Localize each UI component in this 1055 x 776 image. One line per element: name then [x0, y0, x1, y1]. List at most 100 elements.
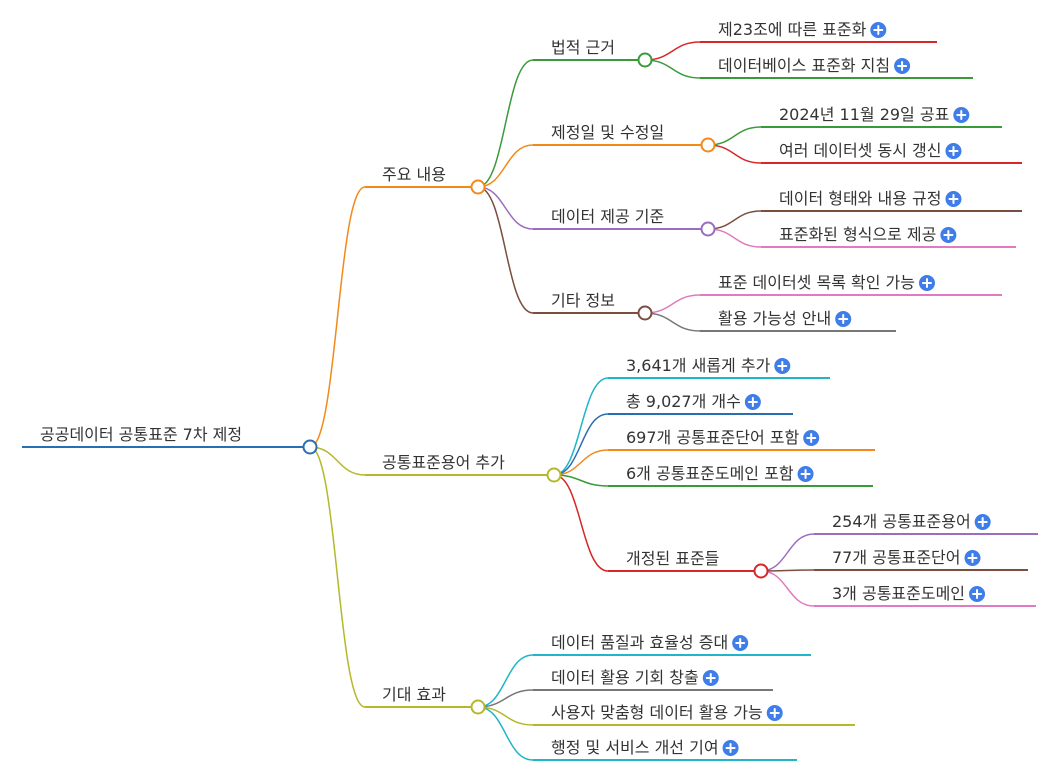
node-b2-4[interactable]: 6개 공통표준도메인 포함 [608, 464, 873, 487]
plus-circle-icon[interactable] [918, 275, 935, 291]
plus-circle-icon[interactable] [964, 550, 981, 566]
node-toggle-circle[interactable] [753, 563, 769, 579]
connector-b1-3 [477, 186, 534, 230]
node-toggle-circle[interactable] [700, 137, 716, 153]
connector-b1-1-2 [644, 59, 701, 79]
node-label: 2024년 11월 29일 공표 [779, 105, 949, 124]
node-b1-4-2[interactable]: 활용 가능성 안내 [700, 309, 896, 332]
node-b3-2[interactable]: 데이터 활용 기회 창출 [533, 668, 773, 691]
node-label: 데이터 형태와 내용 규정 [779, 189, 941, 208]
node-b1-4[interactable]: 기타 정보 [533, 291, 653, 321]
node-label: 활용 가능성 안내 [718, 309, 831, 328]
node-b3[interactable]: 기대 효과 [365, 685, 486, 715]
node-b1-4-1[interactable]: 표준 데이터셋 목록 확인 가능 [700, 273, 1002, 296]
node-toggle-circle[interactable] [470, 179, 486, 195]
connector-b2-5-3 [760, 570, 815, 607]
plus-circle-icon[interactable] [766, 705, 783, 721]
plus-circle-icon[interactable] [969, 586, 986, 602]
node-label: 개정된 표준들 [626, 549, 719, 568]
node-label: 데이터 제공 기준 [551, 207, 664, 226]
plus-circle-icon[interactable] [732, 635, 749, 651]
connector-b1-1-1 [644, 41, 701, 61]
node-b2-5[interactable]: 개정된 표준들 [608, 549, 769, 579]
node-label: 3,641개 새롭게 추가 [626, 356, 771, 375]
connector-b1 [309, 186, 366, 448]
node-b1-2-1[interactable]: 2024년 11월 29일 공표 [761, 105, 1002, 128]
node-b1-3-1[interactable]: 데이터 형태와 내용 규정 [761, 189, 1022, 212]
connector-b1-4-1 [644, 294, 701, 314]
plus-circle-icon[interactable] [945, 191, 962, 207]
node-label: 데이터 활용 기회 창출 [551, 668, 699, 687]
node-b1-1[interactable]: 법적 근거 [533, 38, 653, 68]
connector-b2-5 [553, 474, 609, 572]
node-label: 254개 공통표준용어 [832, 512, 971, 531]
node-b2-5-1[interactable]: 254개 공통표준용어 [814, 512, 1038, 535]
node-b2[interactable]: 공통표준용어 추가 [365, 453, 562, 483]
plus-circle-icon[interactable] [702, 670, 719, 686]
plus-circle-icon[interactable] [953, 107, 970, 123]
connector-b3-4 [477, 706, 534, 761]
connector-b2-1 [553, 377, 609, 476]
plus-circle-icon[interactable] [803, 430, 820, 446]
connector-b2-5-1 [760, 533, 815, 572]
node-b1-1-1[interactable]: 제23조에 따른 표준화 [700, 20, 937, 43]
node-toggle-circle[interactable] [637, 305, 653, 321]
connector-b2-4 [553, 474, 609, 487]
node-b3-1[interactable]: 데이터 품질과 효율성 증대 [533, 633, 811, 656]
node-toggle-circle[interactable] [546, 467, 562, 483]
node-toggle-circle[interactable] [637, 52, 653, 68]
node-b1[interactable]: 주요 내용 [365, 165, 486, 195]
node-label: 제정일 및 수정일 [551, 123, 664, 142]
connector-b2 [309, 446, 366, 476]
plus-circle-icon[interactable] [722, 740, 739, 756]
node-b2-3[interactable]: 697개 공통표준단어 포함 [608, 428, 875, 451]
node-root[interactable]: 공공데이터 공통표준 7차 제정 [22, 425, 318, 455]
node-toggle-circle[interactable] [302, 439, 318, 455]
plus-circle-icon[interactable] [974, 514, 991, 530]
connector-b1-4-2 [644, 312, 701, 332]
node-label: 데이터베이스 표준화 지침 [718, 56, 890, 75]
connector-b1-2 [477, 144, 534, 188]
node-label: 표준 데이터셋 목록 확인 가능 [718, 273, 915, 292]
connector-b2-2 [553, 413, 609, 476]
plus-circle-icon[interactable] [797, 466, 814, 482]
plus-circle-icon[interactable] [940, 227, 957, 243]
plus-circle-icon[interactable] [744, 394, 761, 410]
connector-b3-1 [477, 654, 534, 708]
node-label: 제23조에 따른 표준화 [718, 20, 867, 39]
node-b1-3[interactable]: 데이터 제공 기준 [533, 207, 716, 237]
node-b1-1-2[interactable]: 데이터베이스 표준화 지침 [700, 56, 973, 79]
plus-circle-icon[interactable] [894, 58, 911, 74]
node-b3-4[interactable]: 행정 및 서비스 개선 기여 [533, 738, 797, 761]
node-toggle-circle[interactable] [700, 221, 716, 237]
node-label: 여러 데이터셋 동시 갱신 [779, 141, 941, 160]
connector-b1-3-1 [707, 210, 762, 230]
node-label: 총 9,027개 개수 [626, 392, 741, 411]
node-label: 데이터 품질과 효율성 증대 [551, 633, 728, 652]
connector-b3 [309, 446, 366, 708]
node-b3-3[interactable]: 사용자 맞춤형 데이터 활용 가능 [533, 703, 855, 726]
node-label: 3개 공통표준도메인 [832, 584, 965, 603]
plus-circle-icon[interactable] [945, 143, 962, 159]
node-label: 기대 효과 [382, 685, 446, 704]
node-b2-5-3[interactable]: 3개 공통표준도메인 [814, 584, 1036, 607]
node-b2-1[interactable]: 3,641개 새롭게 추가 [608, 356, 830, 379]
node-label: 697개 공통표준단어 포함 [626, 428, 799, 447]
node-b2-5-2[interactable]: 77개 공통표준단어 [814, 548, 1028, 571]
node-label: 공공데이터 공통표준 7차 제정 [40, 425, 242, 444]
node-toggle-circle[interactable] [470, 699, 486, 715]
plus-circle-icon[interactable] [774, 358, 791, 374]
node-label: 법적 근거 [551, 38, 615, 57]
node-b2-2[interactable]: 총 9,027개 개수 [608, 392, 793, 415]
node-label: 사용자 맞춤형 데이터 활용 가능 [551, 703, 763, 722]
node-b1-2[interactable]: 제정일 및 수정일 [533, 123, 716, 153]
connector-b1-2-1 [707, 126, 762, 146]
node-b1-3-2[interactable]: 표준화된 형식으로 제공 [761, 225, 1016, 248]
node-label: 주요 내용 [382, 165, 446, 184]
plus-circle-icon[interactable] [835, 311, 852, 327]
node-b1-2-2[interactable]: 여러 데이터셋 동시 갱신 [761, 141, 1022, 164]
plus-circle-icon[interactable] [870, 22, 887, 38]
